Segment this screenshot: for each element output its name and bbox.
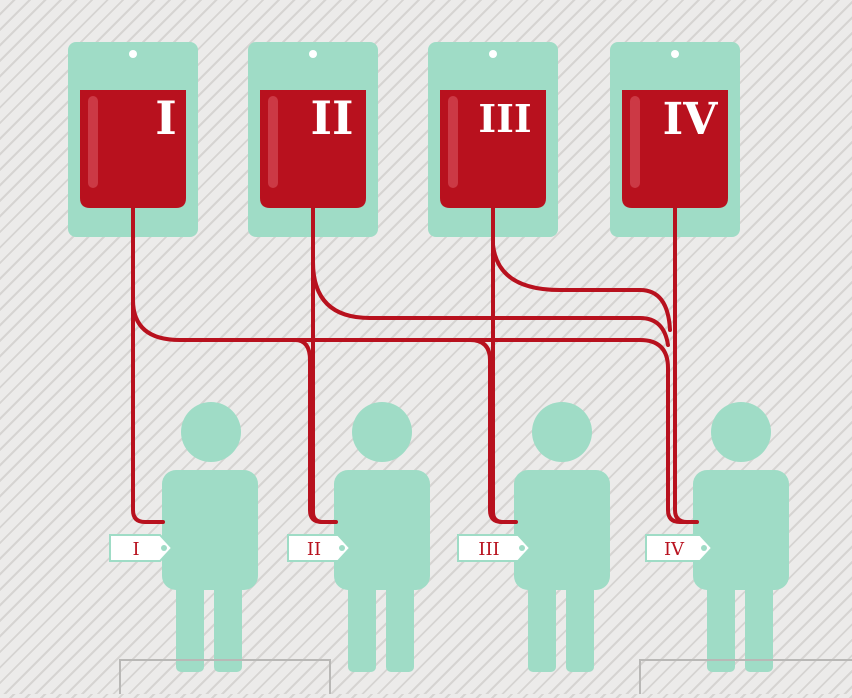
person-leg-left bbox=[707, 580, 735, 672]
tube-ii-to-ii bbox=[311, 206, 325, 524]
floor-bracket-left bbox=[119, 659, 331, 694]
tag-hole bbox=[161, 545, 167, 551]
transfusion-tubes bbox=[131, 206, 699, 524]
person-head bbox=[181, 402, 241, 462]
tube-iii-to-iii bbox=[491, 206, 505, 524]
bag-hanger-hole bbox=[309, 50, 317, 58]
tag-label: IV bbox=[664, 539, 685, 560]
tag-label: II bbox=[307, 539, 321, 560]
bag-hanger-hole bbox=[671, 50, 679, 58]
bag-highlight bbox=[88, 96, 98, 188]
person-head bbox=[711, 402, 771, 462]
person-head bbox=[532, 402, 592, 462]
bag-label: IV bbox=[663, 94, 719, 145]
recipient-person-ii bbox=[334, 402, 430, 672]
bag-label: I bbox=[155, 91, 177, 145]
recipient-person-iii bbox=[514, 402, 610, 672]
tube-iii-to-iv bbox=[491, 243, 672, 332]
bag-blood bbox=[440, 90, 546, 208]
tag-hole bbox=[701, 545, 707, 551]
person-leg-right bbox=[386, 580, 414, 672]
bag-label: III bbox=[478, 96, 531, 141]
blood-bag-iv: IV bbox=[610, 42, 740, 237]
bag-label: II bbox=[310, 91, 353, 145]
person-head bbox=[352, 402, 412, 462]
person-leg-right bbox=[214, 580, 242, 672]
recipient-tag-ii: II bbox=[287, 534, 352, 562]
bag-highlight bbox=[448, 96, 458, 188]
tube-i-to-iv bbox=[468, 338, 698, 524]
tag-label: III bbox=[478, 539, 499, 560]
person-leg-left bbox=[528, 580, 556, 672]
recipient-tag-i: I bbox=[109, 534, 174, 562]
person-torso bbox=[334, 470, 430, 590]
recipient-tag-iv: IV bbox=[645, 534, 714, 562]
person-leg-right bbox=[745, 580, 773, 672]
tag-label: I bbox=[132, 539, 139, 560]
tag-hole bbox=[339, 545, 345, 551]
bag-highlight bbox=[630, 96, 640, 188]
tag-shape bbox=[457, 534, 532, 562]
blood-bag-i: I bbox=[68, 42, 198, 237]
bag-highlight bbox=[268, 96, 278, 188]
tag-shape bbox=[287, 534, 352, 562]
blood-bag-ii: II bbox=[248, 42, 378, 237]
recipient-person-iv bbox=[693, 402, 789, 672]
recipient-figures bbox=[162, 402, 789, 672]
person-leg-right bbox=[566, 580, 594, 672]
blood-bag-iii: III bbox=[428, 42, 558, 237]
bag-hanger-hole bbox=[129, 50, 137, 58]
person-torso bbox=[693, 470, 789, 590]
recipient-person-i bbox=[162, 402, 258, 672]
person-torso bbox=[514, 470, 610, 590]
bag-blood bbox=[80, 90, 186, 208]
tube-ii-to-iv bbox=[311, 260, 670, 347]
bag-blood bbox=[622, 90, 728, 208]
tube-iv-to-iv bbox=[673, 206, 699, 524]
recipient-tag-iii: III bbox=[457, 534, 532, 562]
floor-bracket-right bbox=[639, 659, 852, 694]
person-leg-left bbox=[348, 580, 376, 672]
bag-hanger-hole bbox=[489, 50, 497, 58]
tube-i-to-i bbox=[131, 206, 165, 524]
tag-shape bbox=[109, 534, 174, 562]
person-leg-left bbox=[176, 580, 204, 672]
bag-blood bbox=[260, 90, 366, 208]
tag-hole bbox=[519, 545, 525, 551]
tag-shape bbox=[645, 534, 714, 562]
person-torso bbox=[162, 470, 258, 590]
